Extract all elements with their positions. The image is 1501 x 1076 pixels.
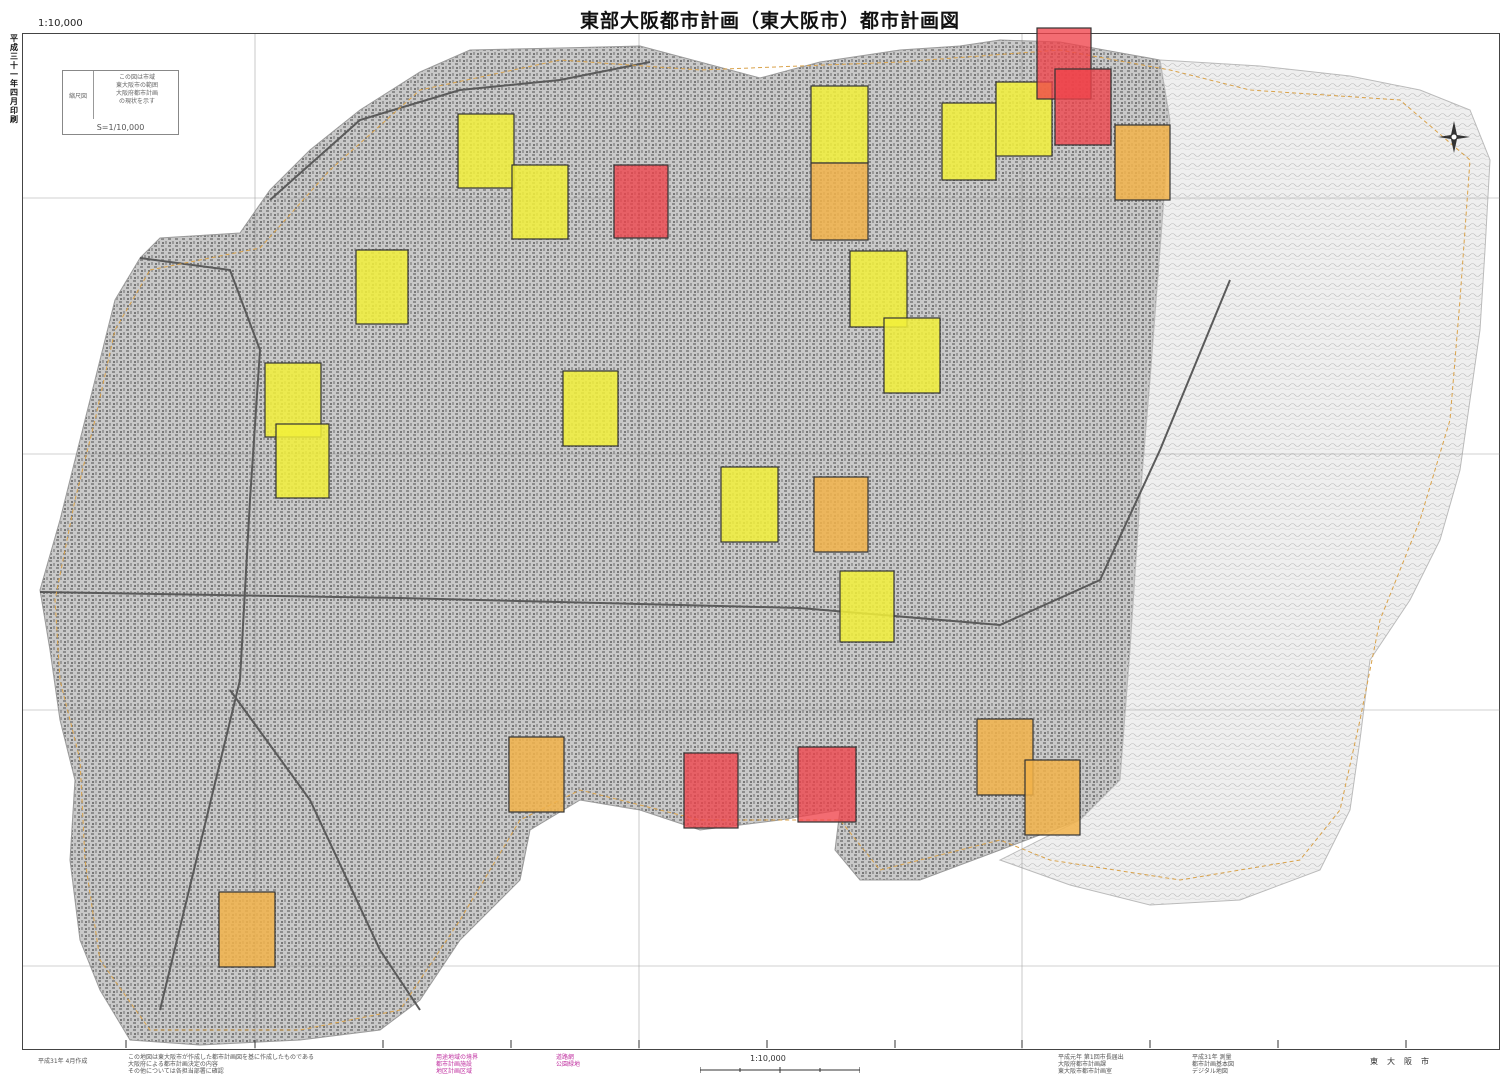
overlay-tile[interactable] [1054, 68, 1112, 146]
overlay-tile[interactable] [976, 718, 1034, 796]
map-grid [23, 34, 1500, 1049]
footer-pink-notes-1: 用途地域の境界 都市計画施設 地区計画区域 [436, 1054, 479, 1075]
footer-notes: この地図は東大阪市が作成した都市計画図を基に作成したものである 大阪府による都市… [128, 1054, 314, 1075]
city-map[interactable] [0, 0, 1501, 1050]
overlay-tile[interactable] [1024, 759, 1081, 836]
city-area-urban [39, 39, 1171, 1046]
footer-survey: 平成31年 測量 都市計画基本図 デジタル地図 [1192, 1054, 1235, 1075]
overlay-tile[interactable] [511, 164, 569, 240]
legend-lines: この図は市域 東大阪市の範囲 大阪府都市計画 の現状を示す [115, 74, 158, 105]
top-scale-label: 1:10,000 [38, 18, 83, 29]
legend-scale: S=1/10,000 [96, 123, 145, 132]
eastern-hills [998, 59, 1491, 906]
overlay-tile[interactable] [1114, 124, 1171, 201]
rail-lines [39, 61, 1231, 1011]
footer-pink-notes-2: 道路網 公園緑地 [556, 1054, 581, 1068]
overlay-tile[interactable] [683, 752, 739, 829]
overlay-tile[interactable] [883, 317, 941, 394]
legend-box: 縮尺図 この図は市域 東大阪市の範囲 大阪府都市計画 の現状を示す S=1/10… [62, 70, 179, 135]
overlay-tile[interactable] [810, 85, 869, 164]
north-arrow-icon [1438, 121, 1470, 153]
map-frame [22, 33, 1500, 1050]
overlay-tile[interactable] [218, 891, 276, 968]
map-footer: 平成31年 4月作成 この地図は東大阪市が作成した都市計画図を基に作成したもので… [0, 1050, 1501, 1076]
overlay-tile[interactable] [813, 476, 869, 553]
overlay-tile[interactable] [720, 466, 779, 543]
overlay-tile[interactable] [941, 102, 997, 181]
overlay-tile[interactable] [457, 113, 515, 189]
overlay-tile[interactable] [275, 423, 330, 499]
overlay-tile[interactable] [613, 164, 669, 239]
overlay-tile[interactable] [797, 746, 857, 823]
zoning-overlays [218, 27, 1171, 968]
overlay-tile[interactable] [839, 570, 895, 643]
footer-scale: 1:10,000 [750, 1054, 786, 1063]
overlay-tile[interactable] [355, 249, 409, 325]
footer-approval: 平成元年 第1回市長届出 大阪府都市計画課 東大阪市都市計画室 [1058, 1054, 1124, 1075]
footer-created: 平成31年 4月作成 [38, 1058, 88, 1065]
overlay-tile[interactable] [508, 736, 565, 813]
print-date-vertical: 平成三十一年四月印刷 [10, 34, 18, 124]
map-title: 東部大阪都市計画（東大阪市）都市計画図 [579, 10, 960, 32]
legend-label: 縮尺図 [63, 71, 94, 119]
footer-city-name: 東大阪市 [1370, 1057, 1438, 1066]
overlay-tile[interactable] [810, 162, 869, 241]
scale-bar [700, 1067, 860, 1073]
overlay-tile[interactable] [849, 250, 908, 328]
overlay-tile[interactable] [562, 370, 619, 447]
edge-ticks [125, 1040, 1407, 1048]
